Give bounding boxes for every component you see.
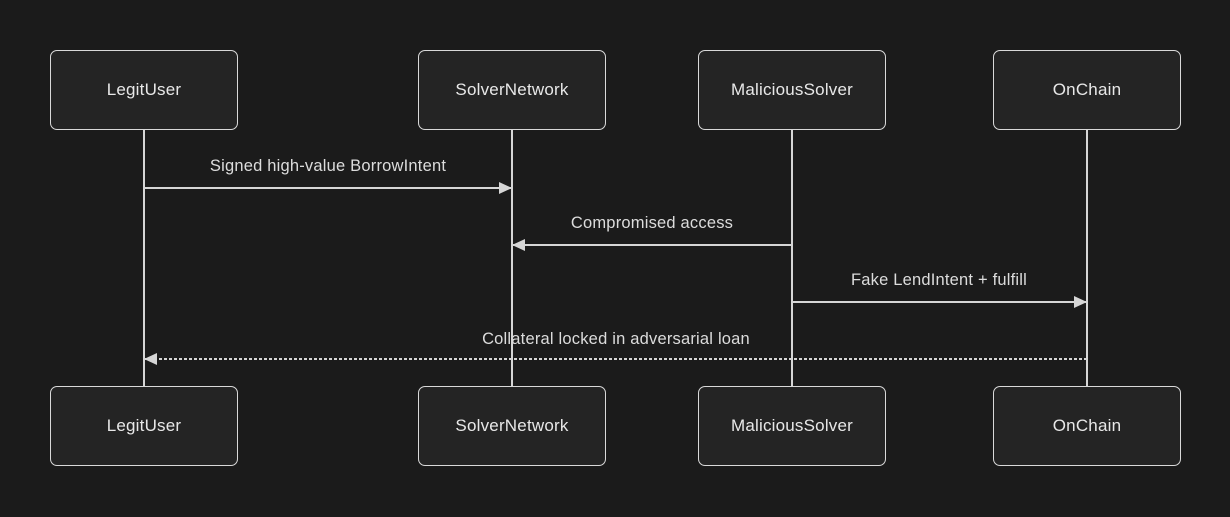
message-label-1: Signed high-value BorrowIntent — [209, 157, 447, 175]
actor-box-onchain-bottom: OnChain — [993, 386, 1181, 466]
arrowhead-left-icon — [512, 239, 525, 251]
message-line-4 — [144, 358, 1087, 360]
actor-label-legituser: LegitUser — [106, 80, 182, 99]
message-line-3 — [792, 301, 1087, 303]
actor-box-legituser-top: LegitUser — [50, 50, 238, 130]
actor-box-solvernetwork-top: SolverNetwork — [418, 50, 606, 130]
actor-label-malicioussolver: MaliciousSolver — [730, 416, 854, 435]
actor-box-solvernetwork-bottom: SolverNetwork — [418, 386, 606, 466]
message-line-2 — [512, 244, 792, 246]
arrowhead-right-icon — [499, 182, 512, 194]
message-line-1 — [144, 187, 512, 189]
lifeline-legituser — [143, 130, 145, 386]
actor-box-malicioussolver-top: MaliciousSolver — [698, 50, 886, 130]
arrowhead-left-icon — [144, 353, 157, 365]
actor-label-malicioussolver: MaliciousSolver — [730, 80, 854, 99]
actor-label-solvernetwork: SolverNetwork — [455, 416, 569, 435]
actor-label-solvernetwork: SolverNetwork — [455, 80, 569, 99]
actor-label-onchain: OnChain — [1052, 416, 1122, 435]
arrowhead-right-icon — [1074, 296, 1087, 308]
actor-label-legituser: LegitUser — [106, 416, 182, 435]
message-label-4: Collateral locked in adversarial loan — [482, 330, 750, 348]
lifeline-malicioussolver — [791, 130, 793, 386]
actor-label-onchain: OnChain — [1052, 80, 1122, 99]
actor-box-malicioussolver-bottom: MaliciousSolver — [698, 386, 886, 466]
actor-box-onchain-top: OnChain — [993, 50, 1181, 130]
lifeline-solvernetwork — [511, 130, 513, 386]
message-label-2: Compromised access — [570, 214, 734, 232]
actor-box-legituser-bottom: LegitUser — [50, 386, 238, 466]
lifeline-onchain — [1086, 130, 1088, 386]
message-label-3: Fake LendIntent + fulfill — [850, 271, 1028, 289]
